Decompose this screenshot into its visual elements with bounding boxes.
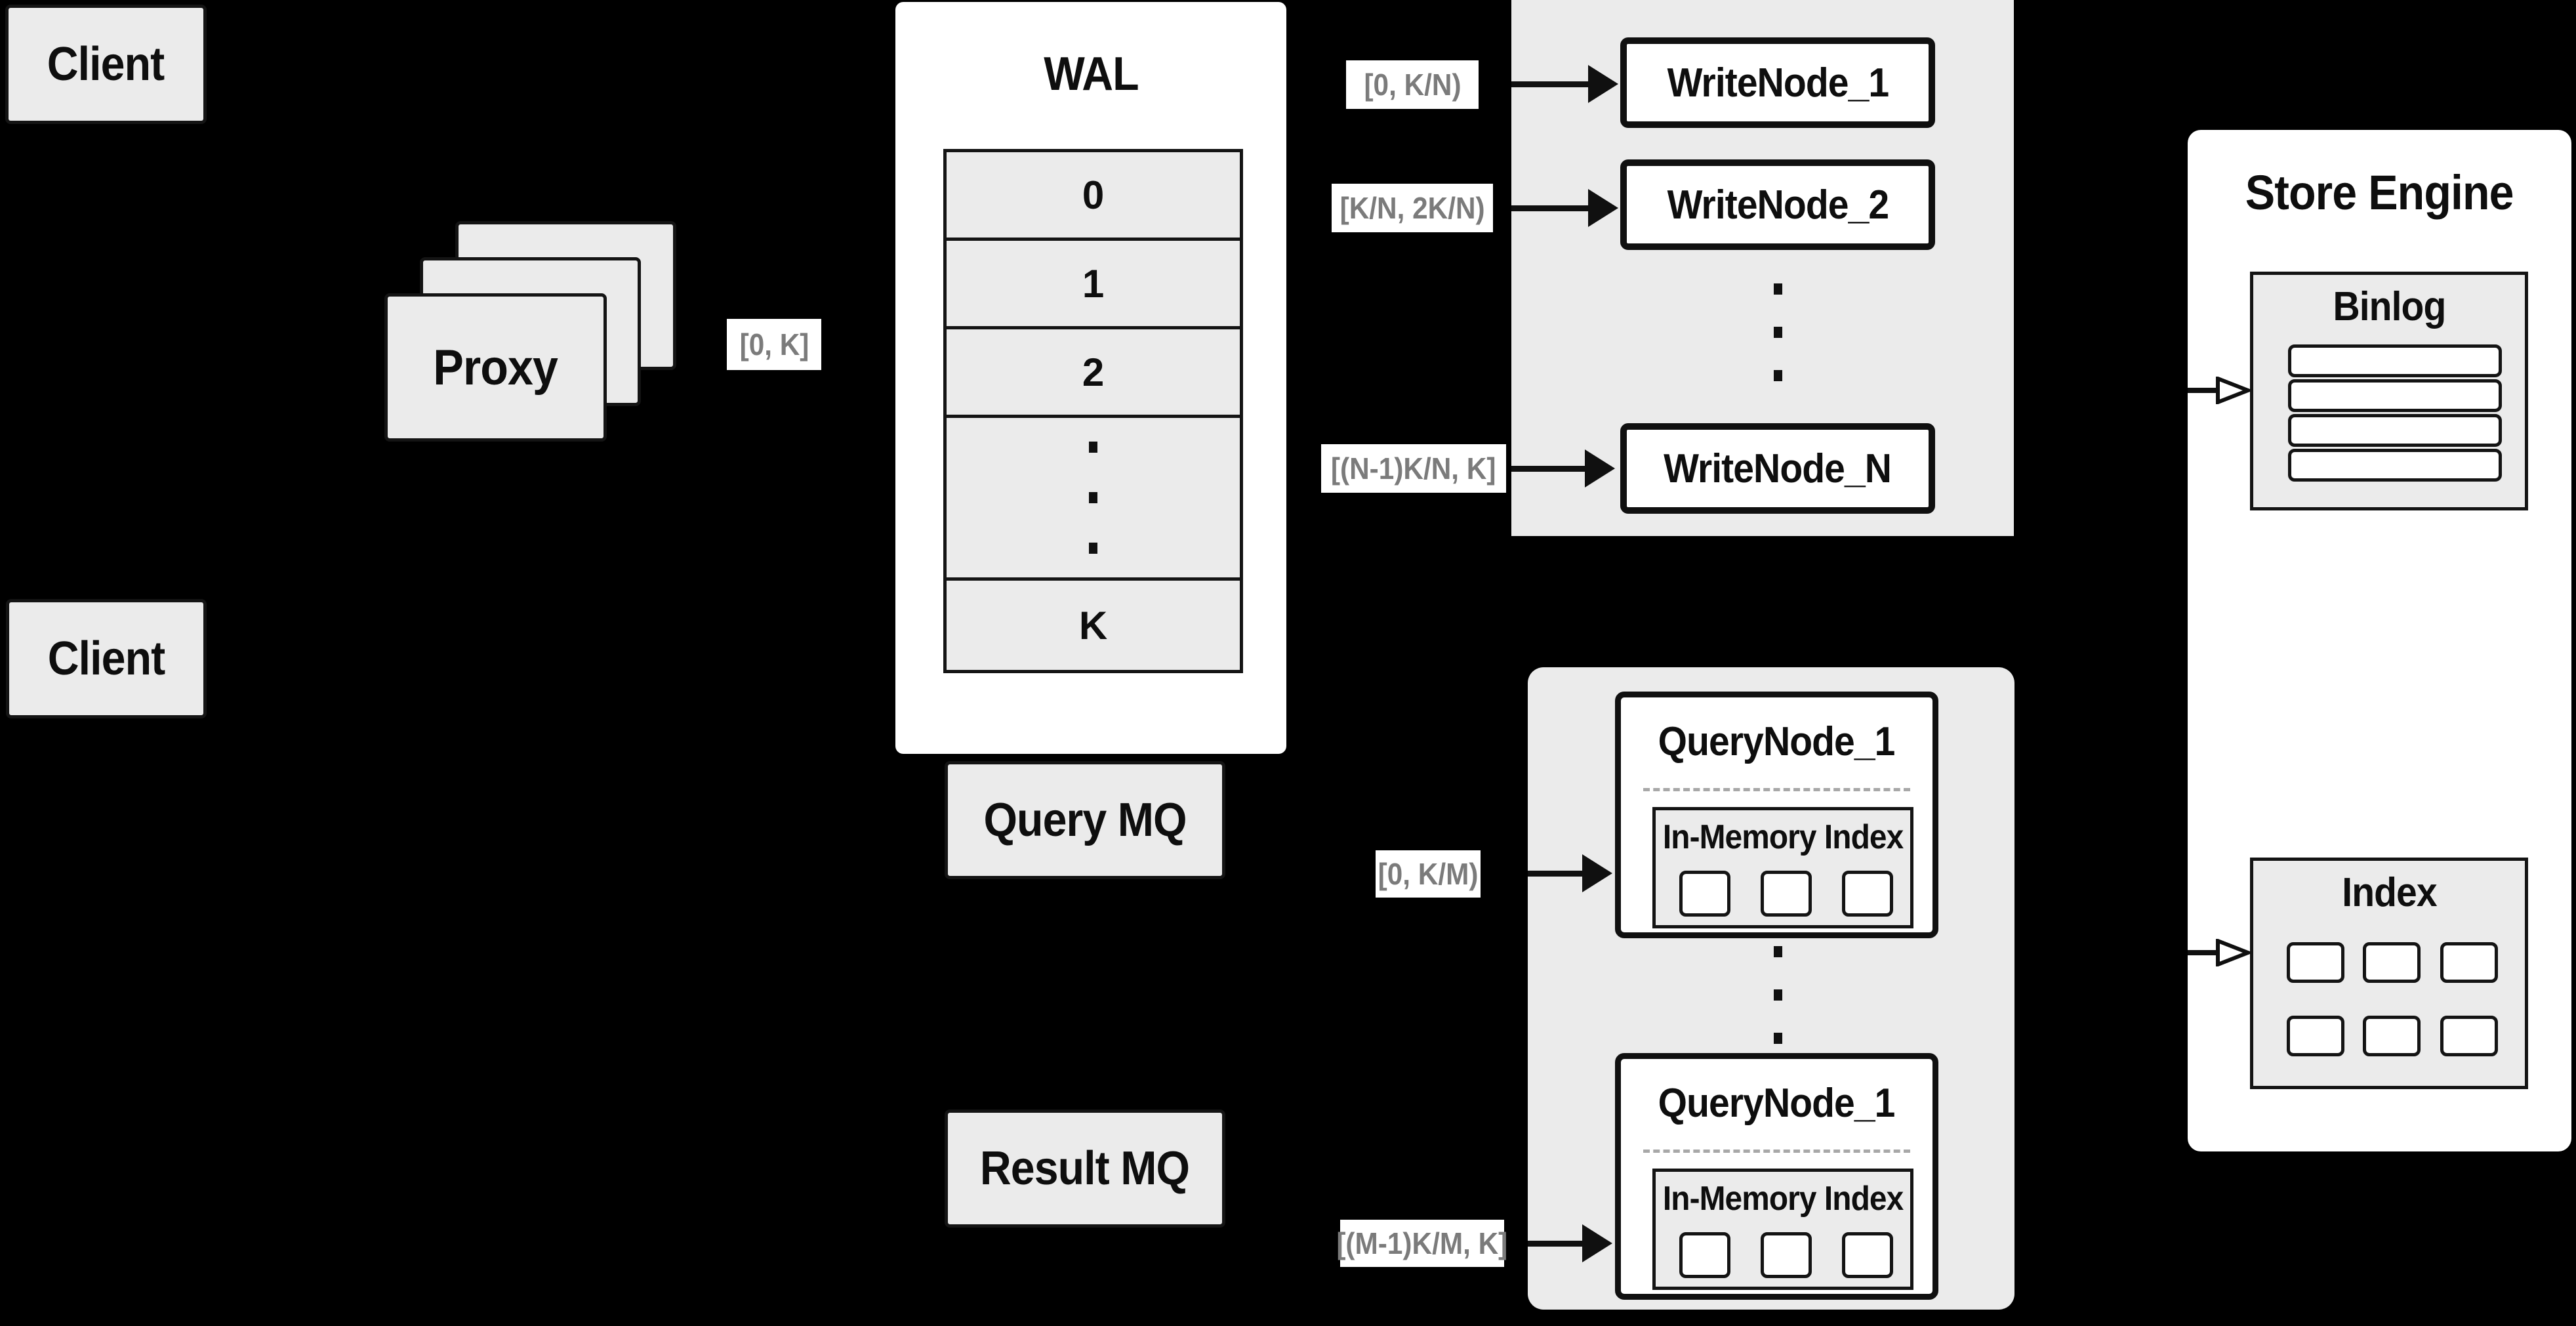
interval-label-query-1: [0, K/M) xyxy=(1376,850,1481,898)
arrow-to-query-node-bottom xyxy=(1528,1241,1585,1247)
binlog-box: Binlog xyxy=(2250,272,2528,510)
binlog-row xyxy=(2288,449,2502,482)
arrow-to-index xyxy=(2188,950,2219,955)
client-bottom-node: Client xyxy=(6,599,207,718)
segment-cell xyxy=(1761,1232,1812,1278)
arrowhead-query-node-bottom-icon xyxy=(1582,1224,1612,1262)
arrow-to-write-node-n xyxy=(1511,466,1587,472)
interval-label-write-1: [0, K/N) xyxy=(1346,60,1479,109)
write-node-2: WriteNode_2 xyxy=(1620,159,1935,250)
proxy-node: Proxy xyxy=(384,293,607,442)
index-cell xyxy=(2287,942,2344,983)
index-cell xyxy=(2440,1016,2498,1056)
segment-cell xyxy=(1842,1232,1893,1278)
index-title: Index xyxy=(2341,869,2437,915)
client-top-label: Client xyxy=(47,38,165,91)
query-node-top-title: QueryNode_1 xyxy=(1658,718,1896,764)
query-node-top: QueryNode_1 In-Memory Index xyxy=(1615,692,1938,938)
binlog-title: Binlog xyxy=(2333,283,2446,329)
binlog-row xyxy=(2288,344,2502,377)
query-node-bottom-title: QueryNode_1 xyxy=(1658,1080,1896,1126)
store-engine-title: Store Engine xyxy=(2245,165,2514,220)
arrow-to-query-node-top xyxy=(1528,871,1585,877)
arrowhead-write-node-n-icon xyxy=(1585,449,1615,487)
interval-label-proxy-out: [0, K] xyxy=(727,319,821,370)
wal-row-2: 2 xyxy=(943,326,1243,418)
index-box: Index xyxy=(2250,858,2528,1089)
wal-row-1: 1 xyxy=(943,238,1243,329)
write-panel-vertical-ellipsis-icon xyxy=(1765,283,1791,381)
arrowhead-binlog-open-icon xyxy=(2216,377,2250,404)
arrowhead-index-open-icon xyxy=(2216,939,2250,966)
binlog-row xyxy=(2288,379,2502,412)
query-panel-vertical-ellipsis-icon xyxy=(1765,946,1791,1044)
wal-row-0: 0 xyxy=(943,149,1243,241)
index-cell xyxy=(2287,1016,2344,1056)
query-node-bottom-dashed-separator xyxy=(1643,1150,1910,1153)
query-mq-node: Query MQ xyxy=(945,761,1225,879)
binlog-row xyxy=(2288,414,2502,447)
arrow-to-write-node-1 xyxy=(1511,81,1590,87)
write-node-1: WriteNode_1 xyxy=(1620,37,1935,128)
in-memory-index-title: In-Memory Index xyxy=(1662,818,1904,856)
proxy-label: Proxy xyxy=(433,339,559,396)
arrowhead-write-node-1-icon xyxy=(1588,65,1618,103)
query-node-top-dashed-separator xyxy=(1643,788,1910,791)
arrow-to-write-node-2 xyxy=(1511,205,1590,211)
query-node-top-in-memory-index: In-Memory Index xyxy=(1652,807,1913,928)
arrowhead-write-node-2-icon xyxy=(1588,189,1618,227)
index-cell xyxy=(2363,942,2421,983)
write-node-n: WriteNode_N xyxy=(1620,423,1935,514)
query-node-bottom: QueryNode_1 In-Memory Index xyxy=(1615,1053,1938,1300)
segment-cell xyxy=(1679,1232,1730,1278)
interval-label-write-2: [K/N, 2K/N) xyxy=(1332,184,1493,232)
store-engine-panel: Store Engine Binlog Index xyxy=(2188,130,2571,1151)
wal-title: WAL xyxy=(1043,48,1139,100)
index-cell xyxy=(2440,942,2498,983)
client-top-node: Client xyxy=(5,5,207,124)
interval-label-query-m: [(M-1)K/M, K] xyxy=(1337,1220,1507,1267)
segment-cell xyxy=(1842,871,1893,917)
interval-label-write-n: [(N-1)K/N, K] xyxy=(1321,444,1506,493)
arrow-to-binlog xyxy=(2188,388,2219,393)
arrowhead-query-node-top-icon xyxy=(1582,854,1612,892)
segment-cell xyxy=(1761,871,1812,917)
vertical-ellipsis-icon xyxy=(1089,442,1097,554)
wal-row-k: K xyxy=(943,577,1243,673)
wal-row-ellipsis xyxy=(943,415,1243,581)
index-cell xyxy=(2363,1016,2421,1056)
result-mq-node: Result MQ xyxy=(945,1109,1225,1228)
client-bottom-label: Client xyxy=(47,632,165,685)
query-node-bottom-in-memory-index: In-Memory Index xyxy=(1652,1169,1913,1290)
wal-panel: WAL 0 1 2 K xyxy=(895,2,1286,754)
in-memory-index-title: In-Memory Index xyxy=(1662,1180,1904,1218)
segment-cell xyxy=(1679,871,1730,917)
